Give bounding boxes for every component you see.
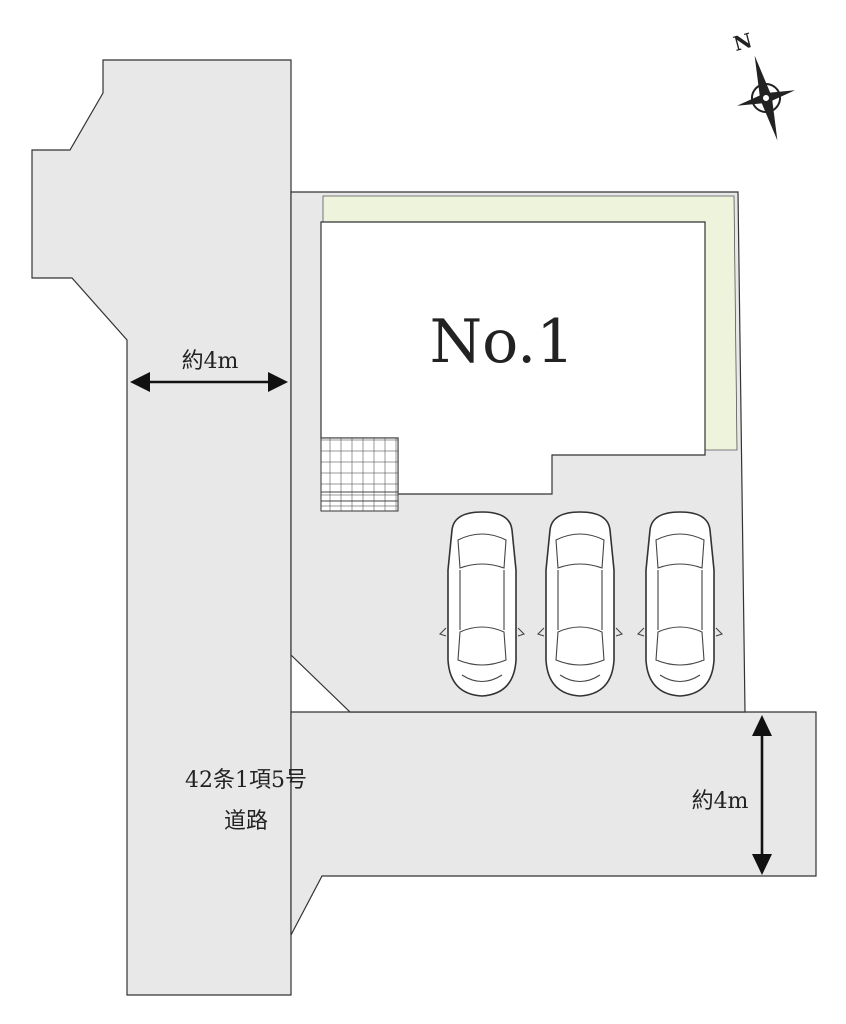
west-road-width-label: 約4m [182,349,239,374]
south-road [290,711,817,936]
compass-icon [737,55,795,141]
entrance-steps [321,491,398,502]
compass-north-label: N [731,28,755,56]
south-road-width-label: 約4m [692,789,749,814]
south-road-dimension [752,715,772,875]
entrance-tiles [320,437,399,512]
car-1 [439,511,525,697]
lot-label: No.1 [430,307,575,377]
road-type-label-line1: 42条1項5号 [185,768,307,793]
car-3 [637,511,723,697]
west-road-dimension [130,372,288,392]
west-road [31,59,292,996]
road-type-label-line2: 道路 [224,809,268,834]
car-2 [537,511,623,697]
